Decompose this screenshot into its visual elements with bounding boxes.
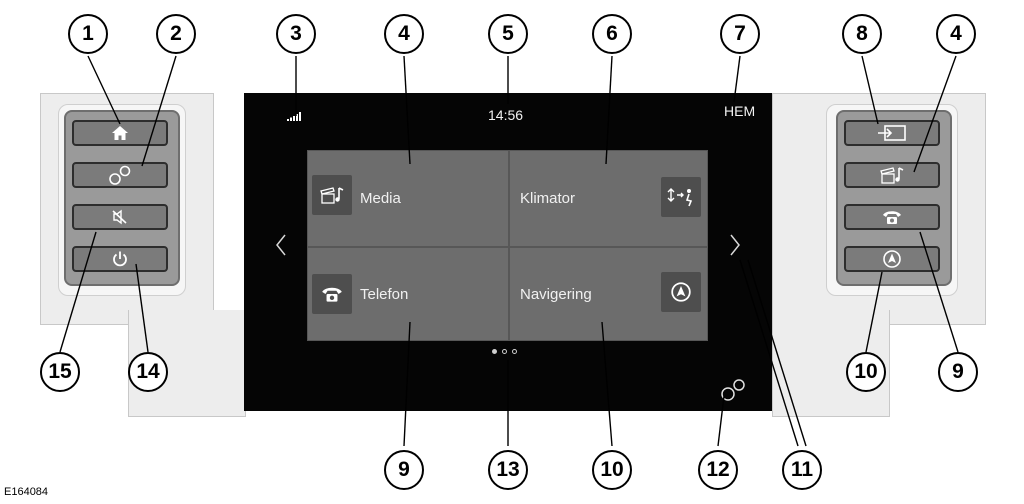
callout-2: 2 <box>156 14 196 54</box>
tile-climate-label: Klimator <box>520 190 576 207</box>
touch-screen: 14:56 HEM Media Klimator Telefon Naviger… <box>244 93 772 411</box>
callout-6: 6 <box>592 14 632 54</box>
tile-navigation[interactable]: Navigering <box>509 247 708 341</box>
callout-4-right: 4 <box>936 14 976 54</box>
mute-button[interactable] <box>72 204 168 230</box>
source-button[interactable] <box>844 120 940 146</box>
mute-icon <box>112 209 127 225</box>
navigation-icon <box>883 250 901 268</box>
callout-13: 13 <box>488 450 528 490</box>
signal-strength-icon <box>287 112 301 121</box>
page-indicator <box>492 349 517 354</box>
climate-icon <box>667 188 693 207</box>
home-label: HEM <box>724 103 756 119</box>
page-dot-active <box>492 349 497 354</box>
media-button[interactable] <box>844 162 940 188</box>
page-dot <box>502 349 507 354</box>
phone-icon <box>322 287 342 302</box>
tile-phone-icon-box <box>312 274 352 314</box>
page-dot <box>512 349 517 354</box>
figure-reference-code: E164084 <box>4 486 49 498</box>
tile-media[interactable]: Media <box>307 150 509 247</box>
gears-icon[interactable] <box>718 377 748 403</box>
home-icon <box>112 126 128 140</box>
tile-navigation-label: Navigering <box>520 285 592 303</box>
next-page-arrow[interactable] <box>728 233 742 262</box>
chevron-left-icon <box>276 234 286 256</box>
callout-8: 8 <box>842 14 882 54</box>
tile-climate-icon-box <box>661 177 701 217</box>
tile-media-icon-box <box>312 175 352 215</box>
left-button-column <box>64 110 180 286</box>
callout-9: 9 <box>384 450 424 490</box>
tile-media-label: Media <box>360 190 401 207</box>
callout-11: 11 <box>782 450 822 490</box>
media-icon <box>320 187 344 204</box>
callout-15: 15 <box>40 352 80 392</box>
callout-3: 3 <box>276 14 316 54</box>
callout-10: 10 <box>592 450 632 490</box>
callout-9-right: 9 <box>938 352 978 392</box>
right-button-column <box>836 110 952 286</box>
callout-5: 5 <box>488 14 528 54</box>
navigation-button[interactable] <box>844 246 940 272</box>
clock: 14:56 <box>488 107 524 123</box>
tile-phone-label: Telefon <box>360 285 409 303</box>
tile-climate[interactable]: Klimator <box>509 150 708 247</box>
tile-navigation-icon-box <box>661 272 701 312</box>
previous-page-arrow[interactable] <box>274 233 288 262</box>
power-icon <box>113 251 127 267</box>
callout-4: 4 <box>384 14 424 54</box>
source-input-icon <box>878 125 906 141</box>
navigation-icon <box>671 282 691 302</box>
callout-10-right: 10 <box>846 352 886 392</box>
gears-icon <box>109 165 131 185</box>
callout-14: 14 <box>128 352 168 392</box>
phone-button[interactable] <box>844 204 940 230</box>
chevron-right-icon <box>730 234 740 256</box>
tile-phone[interactable]: Telefon <box>307 247 509 341</box>
settings-button[interactable] <box>72 162 168 188</box>
callout-1: 1 <box>68 14 108 54</box>
callout-7: 7 <box>720 14 760 54</box>
phone-icon <box>883 211 901 224</box>
callout-12: 12 <box>698 450 738 490</box>
media-icon <box>880 167 904 184</box>
